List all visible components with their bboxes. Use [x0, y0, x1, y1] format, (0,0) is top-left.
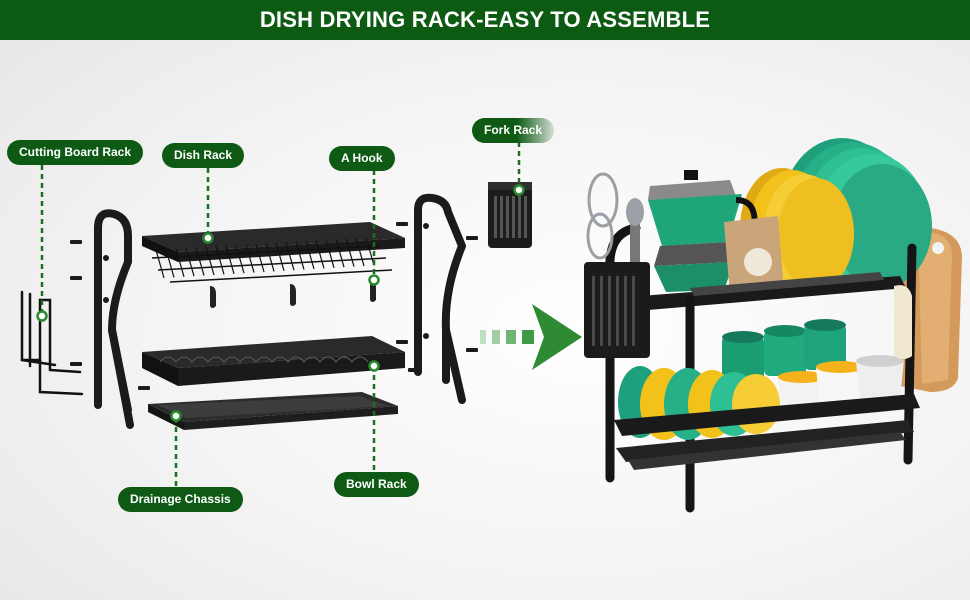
dish-rack-wire [295, 241, 305, 270]
moka-pot [648, 170, 758, 292]
dish-rack-wire [155, 249, 165, 279]
label-cutting-board-rack-text: Cutting Board Rack [19, 145, 132, 159]
dish-rack-wire [315, 240, 325, 269]
drainage-chassis-part [148, 392, 398, 430]
right-frame-screws [396, 222, 478, 372]
dish-rack-wire [225, 245, 235, 274]
dish-rack-part [142, 222, 405, 308]
dish-rack-wire [275, 242, 285, 271]
dish-rack-wire [245, 244, 255, 273]
label-bowl-rack-text: Bowl Rack [346, 477, 407, 491]
cutting-board-rack-part [20, 290, 84, 396]
dish-rack-wire [235, 245, 245, 274]
label-cutting-board-rack: Cutting Board Rack [7, 140, 144, 165]
dish-rack-wire [195, 247, 205, 276]
dish-rack-wire [265, 243, 275, 272]
assembled-rack-photo [584, 138, 962, 513]
label-dish-rack: Dish Rack [162, 143, 245, 168]
label-fork-rack: Fork Rack [472, 118, 555, 143]
fork-rack-part [488, 182, 532, 248]
label-bowl-rack: Bowl Rack [334, 472, 419, 497]
dish-rack-wire [255, 243, 265, 273]
assembly-arrow [480, 304, 582, 370]
dish-rack-wire [355, 237, 365, 267]
dish-rack-wire [205, 246, 215, 276]
connector-lines [40, 142, 521, 487]
label-drainage-chassis-text: Drainage Chassis [130, 492, 231, 506]
dish-rack-wire [335, 239, 345, 268]
page-title: DISH DRYING RACK-EASY TO ASSEMBLE [259, 7, 711, 32]
dish-rack-wire [215, 246, 225, 275]
dish-rack-wire [175, 248, 185, 277]
left-frame-screws [70, 240, 150, 390]
left-side-frame [94, 209, 134, 429]
label-fork-rack-text: Fork Rack [484, 123, 543, 137]
page-title-banner: DISH DRYING RACK-EASY TO ASSEMBLE [0, 0, 970, 40]
label-dish-rack-text: Dish Rack [174, 148, 233, 162]
dish-rack-wire [165, 249, 175, 278]
label-drainage-chassis: Drainage Chassis [118, 487, 243, 512]
dish-rack-wire [325, 239, 335, 268]
right-side-frame [414, 193, 466, 404]
label-a-hook-text: A Hook [341, 151, 383, 165]
utensil-caddy [584, 172, 650, 358]
dish-rack-wire [345, 238, 355, 267]
dish-rack-wire [365, 237, 375, 266]
dish-rack-wire [185, 248, 195, 277]
connector-dots [36, 184, 525, 422]
exploded-view [20, 182, 532, 430]
label-a-hook: A Hook [329, 146, 395, 171]
dish-rack-wire [305, 240, 315, 270]
dish-rack-wire [285, 242, 295, 271]
bowl-rack-part [142, 336, 405, 386]
green-mugs [722, 319, 846, 382]
